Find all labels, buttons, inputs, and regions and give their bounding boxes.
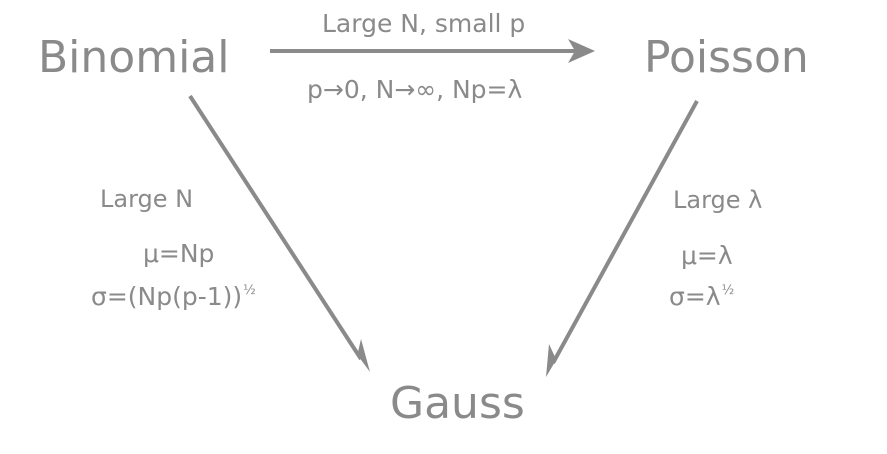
arrow-poisson-to-gauss <box>551 100 699 364</box>
binomial-gauss-sigma-base: σ=(Np(p-1)) <box>91 282 243 311</box>
node-gauss: Gauss <box>390 378 525 429</box>
edge-label-large-lambda: Large λ <box>673 186 763 214</box>
binomial-gauss-mean: μ=Np <box>143 239 215 268</box>
poisson-gauss-sigma-base: σ=λ <box>669 282 721 311</box>
node-binomial: Binomial <box>38 32 230 83</box>
arrowhead-gauss-left <box>350 339 370 372</box>
arrowhead-gauss-right <box>546 344 562 377</box>
node-poisson: Poisson <box>644 32 809 83</box>
edge-label-poisson-limit-condition: p→0, N→∞, Np=λ <box>307 75 523 104</box>
edge-label-large-n: Large N <box>100 185 194 213</box>
arrow-binomial-to-gauss <box>188 94 363 361</box>
arrowhead-poisson <box>568 39 595 63</box>
poisson-gauss-mean: μ=λ <box>681 241 733 270</box>
edge-label-large-n-small-p: Large N, small p <box>322 9 526 38</box>
binomial-gauss-sigma: σ=(Np(p-1))½ <box>91 284 256 309</box>
poisson-gauss-sigma-exponent: ½ <box>721 283 735 298</box>
poisson-gauss-sigma: σ=λ½ <box>669 284 734 309</box>
binomial-gauss-sigma-exponent: ½ <box>243 283 256 298</box>
